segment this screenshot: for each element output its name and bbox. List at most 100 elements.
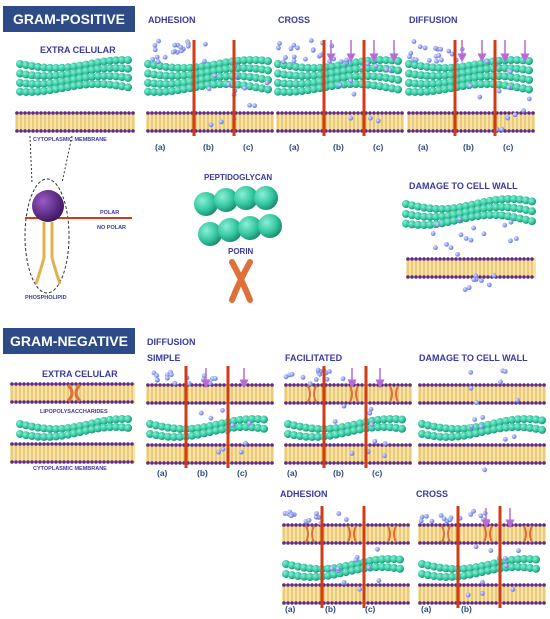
peptidoglycan-bead (432, 204, 440, 213)
lipid-head (34, 460, 38, 464)
peptidoglycan-bead (423, 79, 431, 88)
lipid-head (490, 583, 494, 587)
lipid-head (158, 461, 162, 465)
peptidoglycan-bead (388, 74, 396, 83)
lipid-head (326, 601, 330, 605)
peptidoglycan-bead (490, 425, 498, 434)
peptidoglycan-bead (426, 212, 434, 221)
peptidoglycan-bead (212, 420, 220, 429)
peptidoglycan-bead (472, 429, 480, 438)
lipid-head (518, 257, 522, 261)
peptidoglycan-bead (296, 432, 304, 441)
lipid-head (394, 601, 398, 605)
lipid-head (426, 461, 430, 465)
peptidoglycan-bead (222, 58, 230, 67)
gn-thin-wall (16, 415, 132, 441)
peptidoglycan-bead (490, 559, 498, 568)
lipid-head (434, 275, 438, 279)
peptidoglycan-bead (290, 421, 298, 430)
peptidoglycan-bead (408, 211, 416, 220)
lipid-head (15, 111, 19, 115)
peptidoglycan-bead (430, 562, 438, 571)
lipid-head (368, 461, 372, 465)
peptidoglycan-bead (356, 419, 364, 428)
peptidoglycan-bead (525, 57, 533, 66)
peptidoglycan-bead (352, 80, 360, 89)
lipid-head (86, 442, 90, 446)
lipid-head (298, 583, 302, 587)
antimicrobial-particle (418, 518, 424, 524)
lipid-head (218, 383, 222, 387)
lipid-head (376, 111, 380, 115)
lipid-head (406, 541, 410, 545)
lipid-head (298, 601, 302, 605)
lipid-head (86, 460, 90, 464)
lipid-head (103, 129, 107, 133)
peptidoglycan-bead (462, 208, 470, 217)
gn-adhesion-title: ADHESION (280, 489, 328, 499)
peptidoglycan-bead (302, 432, 310, 441)
peptidoglycan-bead (254, 415, 262, 424)
lipid-head (518, 523, 522, 527)
peptidoglycan-bead (170, 424, 178, 433)
peptidoglycan-bead (380, 423, 388, 432)
peptidoglycan-bead (246, 73, 254, 82)
peptidoglycan-bead (46, 432, 54, 441)
gp-diffusion-step-a: (a) (418, 142, 429, 152)
lipid-head (422, 461, 426, 465)
peptidoglycan-bead (254, 423, 262, 432)
lipid-head (442, 541, 446, 545)
lipid-head (54, 442, 58, 446)
antimicrobial-particle (152, 42, 158, 48)
lipid-head (284, 461, 288, 465)
lipid-head (426, 257, 430, 261)
lipid-head (404, 383, 408, 387)
lipid-head (518, 541, 522, 545)
lipid-head (190, 443, 194, 447)
lipid-head (119, 129, 123, 133)
lipid-head (308, 129, 312, 133)
lipid-head (435, 129, 439, 133)
gp-adhesion-step-b: (b) (203, 142, 214, 152)
peptidoglycan-bead (280, 87, 288, 96)
lipid-head (506, 541, 510, 545)
lipid-head (94, 442, 98, 446)
peptidoglycan-large-bead (218, 218, 242, 242)
peptidoglycan-bead (372, 555, 380, 564)
peptidoglycan-bead (282, 560, 290, 568)
lipid-head (202, 111, 206, 115)
peptidoglycan-bead (150, 79, 158, 88)
peptidoglycan-bead (82, 73, 90, 82)
lipid-head (466, 541, 470, 545)
gram-positive-banner: GRAM-POSITIVE (3, 6, 135, 32)
lipid-head (466, 401, 470, 405)
lipid-head (304, 401, 308, 405)
lipid-head (430, 401, 434, 405)
lipid-head (146, 443, 150, 447)
bilayer-tail-band (418, 524, 546, 544)
antimicrobial-particle (238, 449, 244, 455)
lipid-head (206, 111, 210, 115)
antimicrobial-particle (326, 368, 332, 374)
lipid-head (316, 401, 320, 405)
peptidoglycan-bead (417, 71, 425, 80)
peptidoglycan-bead (436, 432, 444, 441)
peptidoglycan-bead (156, 71, 164, 80)
lipid-head (288, 129, 292, 133)
antimicrobial-particle (471, 225, 477, 231)
lipid-head (519, 129, 523, 133)
lipid-head (442, 583, 446, 587)
lipid-head (162, 129, 166, 133)
antimicrobial-particle (479, 278, 484, 283)
lipid-head (110, 460, 114, 464)
lipid-head (450, 583, 454, 587)
gp-diffusion-panel-wall (405, 56, 533, 96)
antimicrobial-particle (186, 381, 192, 386)
peptidoglycan-bead (58, 431, 66, 440)
antimicrobial-particle (246, 420, 252, 426)
lipid-head (95, 111, 99, 115)
peptidoglycan-bead (106, 72, 114, 81)
peptidoglycan-bead (124, 64, 132, 73)
peptidoglycan-bead (180, 71, 188, 80)
peptidoglycan-bead (528, 217, 536, 226)
